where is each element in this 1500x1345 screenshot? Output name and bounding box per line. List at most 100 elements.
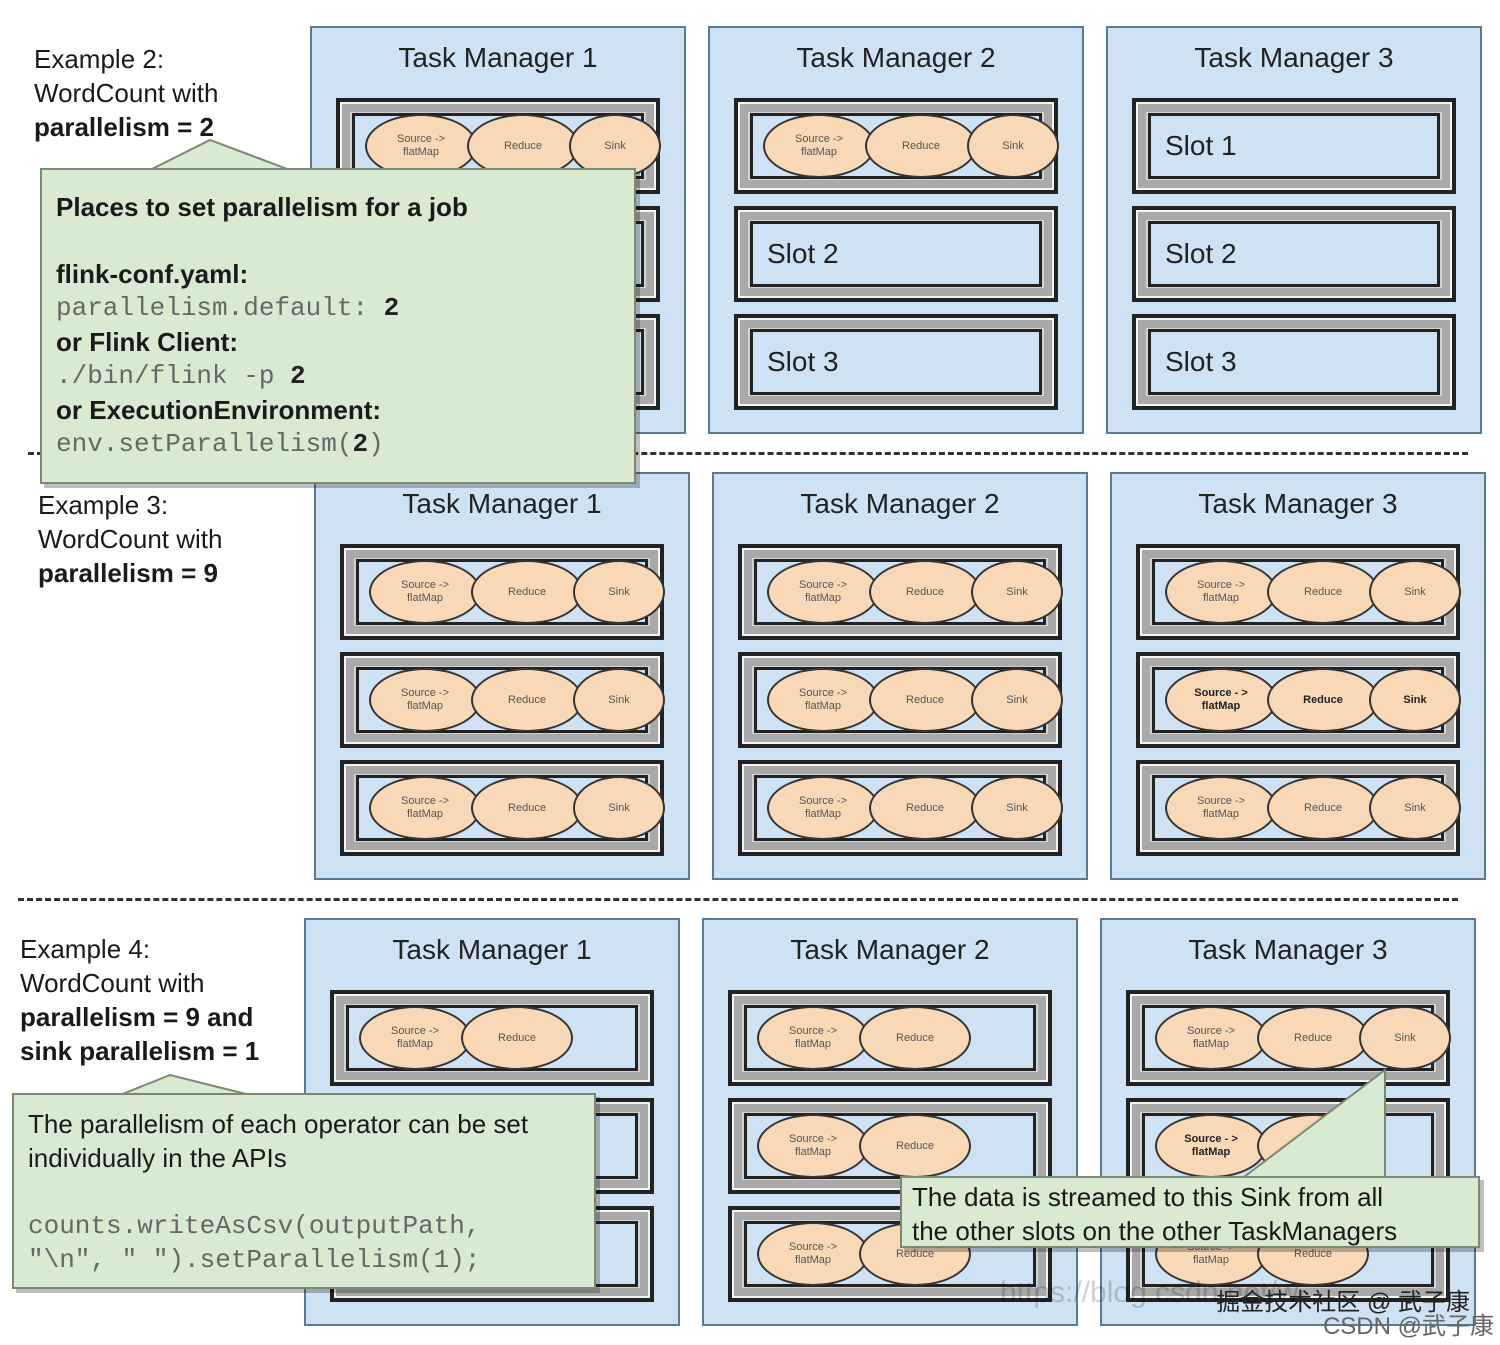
operator-sink: Sink: [967, 114, 1059, 178]
task-manager-title: Task Manager 1: [402, 488, 602, 519]
example-4-sink-parallelism: sink parallelism = 1: [20, 1036, 260, 1066]
divider-2: [18, 898, 1458, 901]
task-manager-title: Task Manager 3: [1188, 934, 1388, 965]
operator-source-flatmap: Source -> flatMap: [369, 668, 481, 732]
slot-label: Slot 3: [1165, 346, 1237, 377]
operator-source-flatmap: Source -> flatMap: [1165, 776, 1277, 840]
env-code: env.setParallelism(2): [56, 427, 634, 461]
operator-source-flatmap: Source -> flatMap: [1155, 1006, 1267, 1070]
sink-note-line-2: the other slots on the other TaskManager…: [912, 1216, 1398, 1246]
callout-sink-note: The data is streamed to this Sink from a…: [900, 1176, 1480, 1248]
task-slot: Slot 2: [1132, 206, 1456, 302]
operator-reduce: Reduce: [1267, 560, 1379, 624]
example-4-label: Example 4: WordCount with parallelism = …: [20, 932, 259, 1068]
operator-reduce: Reduce: [869, 668, 981, 732]
operator-source-flatmap: Source -> flatMap: [767, 776, 879, 840]
flink-client-code: ./bin/flink -p 2: [56, 359, 634, 393]
callout-operator-pointer: [119, 1073, 251, 1096]
operator-source-flatmap: Source -> flatMap: [767, 560, 879, 624]
conf-yaml-key: parallelism.default:: [56, 293, 369, 323]
operator-sink: Sink: [1369, 560, 1461, 624]
slot-label: Slot 1: [1165, 130, 1237, 161]
operator-source-flatmap: Source -> flatMap: [757, 1114, 869, 1178]
operator-reduce: Reduce: [471, 560, 583, 624]
operator-reduce: Reduce: [471, 668, 583, 732]
operator-reduce: Reduce: [1267, 776, 1379, 840]
operator-source-flatmap: Source -> flatMap: [757, 1222, 869, 1286]
callout-job-heading: Places to set parallelism for a job: [56, 192, 468, 222]
example-2-subtitle: WordCount with: [34, 78, 219, 108]
operator-reduce: Reduce: [1257, 1006, 1369, 1070]
task-slot: Slot 1: [1132, 98, 1456, 194]
task-slot-inner: Slot 2: [750, 221, 1042, 287]
operator-reduce: Reduce: [461, 1006, 573, 1070]
example-3-label: Example 3: WordCount with parallelism = …: [38, 488, 223, 590]
operator-sink: Sink: [971, 668, 1063, 732]
task-slot: Slot 3: [1132, 314, 1456, 410]
callout-job-parallelism: Places to set parallelism for a job flin…: [40, 168, 636, 484]
task-slot-inner: Slot 1: [1148, 113, 1440, 179]
task-manager-3: Task Manager 3 Slot 1 Slot 2 Slot 3: [1106, 26, 1482, 434]
callout-sink-pointer: [1237, 1067, 1386, 1181]
operator-sink: Sink: [971, 560, 1063, 624]
operator-source-flatmap: Source - > flatMap: [1155, 1114, 1267, 1178]
task-manager-title: Task Manager 1: [398, 42, 598, 73]
operator-source-flatmap: Source - > flatMap: [1165, 668, 1277, 732]
env-code-suffix: ): [368, 429, 384, 459]
divider-1: [28, 452, 1468, 455]
flink-client-command: ./bin/flink -p: [56, 361, 275, 391]
task-slot-inner: Slot 3: [1148, 329, 1440, 395]
task-slot-inner: Slot 3: [750, 329, 1042, 395]
task-manager-title: Task Manager 2: [800, 488, 1000, 519]
task-manager-title: Task Manager 3: [1198, 488, 1398, 519]
task-manager-title: Task Manager 1: [392, 934, 592, 965]
operator-source-flatmap: Source -> flatMap: [767, 668, 879, 732]
operator-sink: Sink: [573, 776, 665, 840]
conf-yaml-label: flink-conf.yaml:: [56, 259, 249, 289]
callout-operator-parallelism: The parallelism of each operator can be …: [12, 1093, 596, 1289]
task-slot: Slot 2: [734, 206, 1058, 302]
conf-yaml-value: 2: [383, 293, 400, 323]
task-manager-title: Task Manager 3: [1194, 42, 1394, 73]
slot-label: Slot 2: [767, 238, 839, 269]
operator-reduce: Reduce: [471, 776, 583, 840]
operator-source-flatmap: Source -> flatMap: [757, 1006, 869, 1070]
operator-source-flatmap: Source -> flatMap: [359, 1006, 471, 1070]
task-slot-inner: Slot 2: [1148, 221, 1440, 287]
csdn-watermark: CSDN @武子康: [1322, 1313, 1494, 1340]
operator-sink: Sink: [573, 668, 665, 732]
callout-job-pointer: [149, 138, 291, 171]
example-4-parallelism: parallelism = 9 and: [20, 1002, 254, 1032]
slot-label: Slot 3: [767, 346, 839, 377]
example-4-title: Example 4:: [20, 934, 151, 964]
operator-sink: Sink: [573, 560, 665, 624]
operator-sink: Sink: [1359, 1006, 1451, 1070]
operator-sink: Sink: [971, 776, 1063, 840]
task-slot: Slot 3: [734, 314, 1058, 410]
flink-client-label: or Flink Client:: [56, 327, 238, 357]
example-2-parallelism: parallelism = 2: [34, 112, 214, 142]
env-code-prefix: env.setParallelism(: [56, 429, 353, 459]
example-3-title: Example 3:: [38, 490, 169, 520]
conf-yaml-code: parallelism.default: 2: [56, 291, 634, 325]
